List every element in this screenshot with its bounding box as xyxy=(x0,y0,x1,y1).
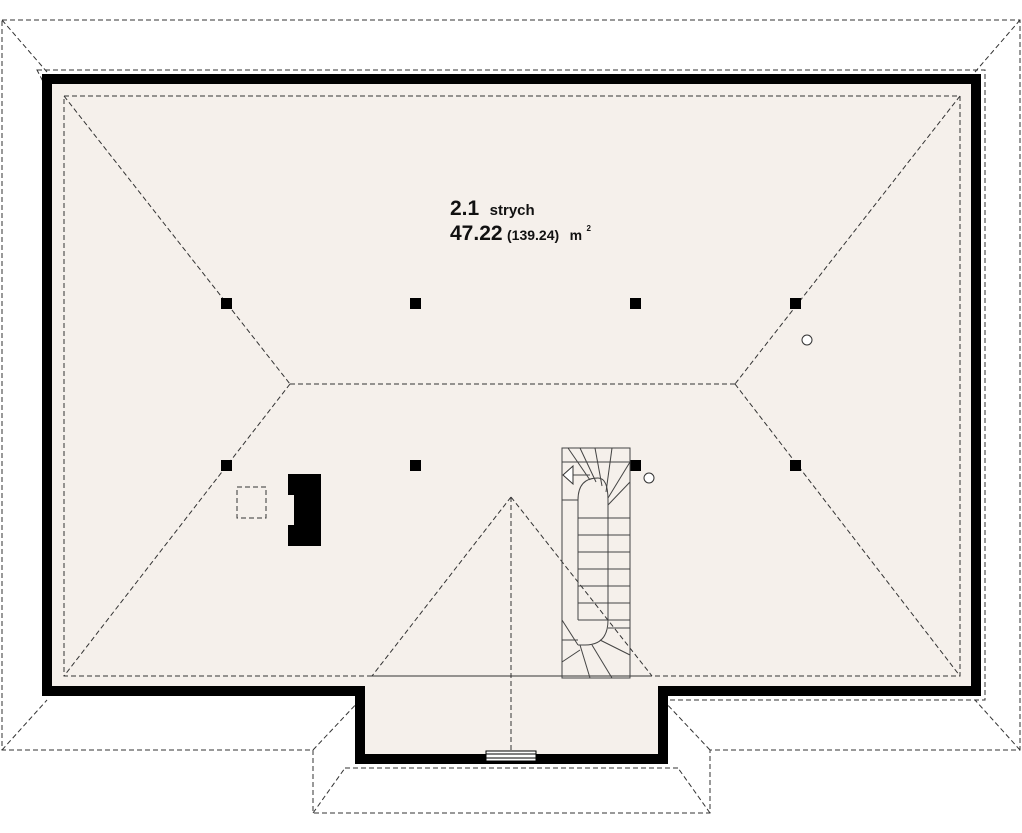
column-square-icon xyxy=(221,298,232,309)
room-name: strych xyxy=(490,202,535,219)
window-icon xyxy=(485,750,537,762)
columns xyxy=(221,298,801,471)
chimney-icon xyxy=(236,474,321,546)
roof-hip-lines xyxy=(63,95,961,752)
room-number: 2.1 xyxy=(450,197,480,220)
attic-floor xyxy=(42,74,981,764)
room-area: 47.22 xyxy=(450,222,503,245)
column-square-icon xyxy=(790,460,801,471)
vent-circle-icon xyxy=(643,472,655,484)
svg-text:2.1 strych: 2.1 strych xyxy=(450,197,535,220)
column-square-icon xyxy=(630,460,641,471)
svg-text:47.22 (139.24) m: 47.22 (139.24) m 2 xyxy=(450,222,592,245)
staircase xyxy=(561,447,631,679)
column-square-icon xyxy=(410,460,421,471)
room-area-unit-exp: 2 xyxy=(587,224,592,233)
room-label: 2.1 strych 47.22 (139.24) m 2 xyxy=(450,197,592,245)
column-square-icon xyxy=(630,298,641,309)
vent-circle-icon xyxy=(801,334,813,346)
room-area-unit: m xyxy=(570,227,582,243)
column-square-icon xyxy=(790,298,801,309)
column-square-icon xyxy=(221,460,232,471)
column-square-icon xyxy=(410,298,421,309)
room-area-total: (139.24) xyxy=(507,227,559,243)
